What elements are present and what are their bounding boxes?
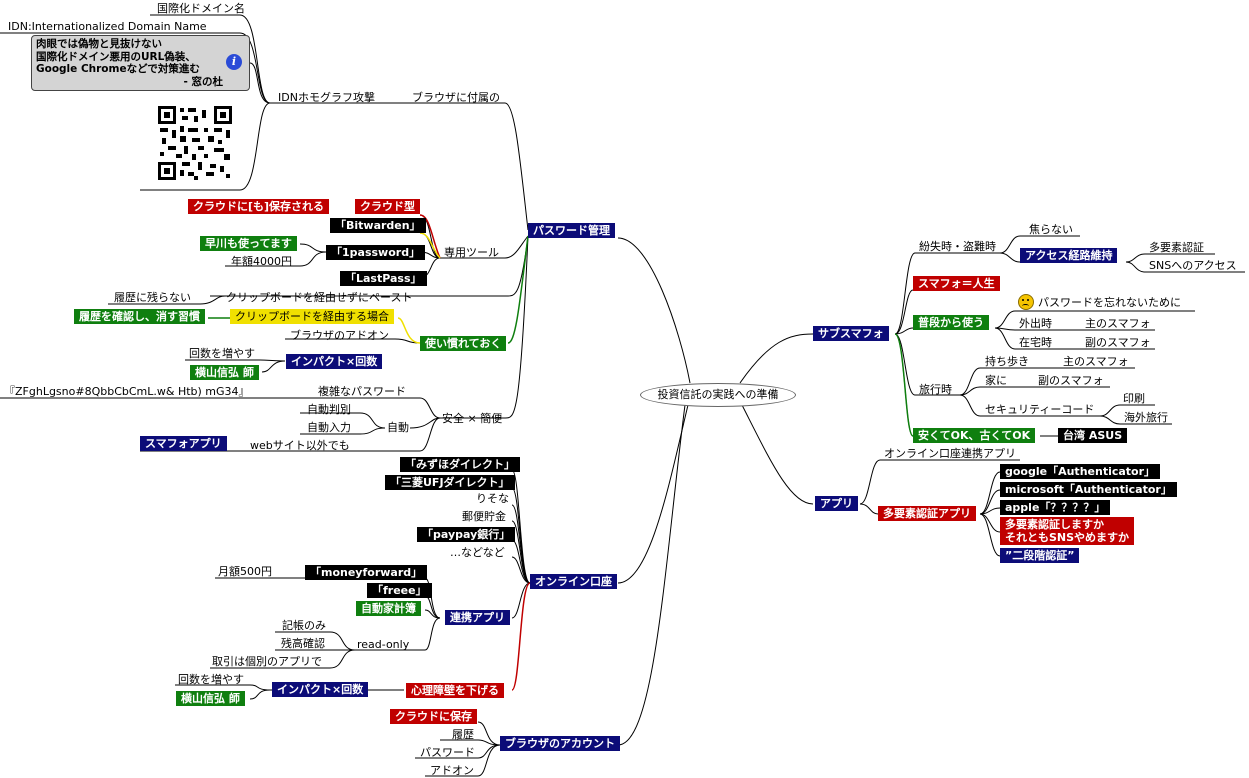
bank-mizuho[interactable]: 「みずほダイレクト」 — [400, 457, 520, 472]
paste-without-clipboard[interactable]: クリップボードを経由せずにペースト — [226, 291, 413, 304]
bank-paypay[interactable]: 「paypay銀行」 — [417, 527, 516, 542]
apple-authenticator[interactable]: apple「？？？？」 — [1000, 500, 1111, 515]
no-history[interactable]: 履歴に残らない — [114, 291, 191, 304]
google-authenticator[interactable]: google「Authenticator」 — [1000, 464, 1161, 479]
phone-is-life-label[interactable]: スマフォ＝人生 — [913, 276, 1000, 291]
at-home[interactable]: 在宅時 — [1019, 336, 1052, 349]
print-item[interactable]: 印刷 — [1123, 392, 1145, 405]
history-item[interactable]: 履歴 — [452, 728, 474, 741]
password-example[interactable]: 『ZFghLgsno#8QbbCbCmL.w& Htb) mG34』 — [4, 385, 250, 398]
increase-count[interactable]: 回数を増やす — [189, 347, 255, 360]
note-line-3: Google Chromeなどで対策進む — [36, 63, 200, 75]
linked-apps-label[interactable]: 連携アプリ — [445, 610, 510, 625]
info-icon[interactable]: i — [226, 54, 242, 70]
topic-apps[interactable]: アプリ — [815, 496, 858, 511]
frown-icon — [1018, 294, 1034, 310]
mfa-question-label[interactable]: 多要素認証しますか それともSNSやめますか — [1000, 517, 1135, 545]
hayakawa-label[interactable]: 早川も使ってます — [200, 236, 297, 251]
via-clipboard-label[interactable]: クリップボードを経由する場合 — [230, 309, 394, 324]
cloud-save-label[interactable]: クラウドに保存 — [390, 709, 477, 724]
main-phone-out[interactable]: 主のスマフォ — [1085, 317, 1151, 330]
sub-phone-home[interactable]: 副のスマフォ — [1085, 336, 1151, 349]
abroad-travel[interactable]: 海外旅行 — [1124, 411, 1168, 424]
safety-convenience[interactable]: 安全 × 簡便 — [442, 412, 503, 425]
topic-password-management[interactable]: パスワード管理 — [528, 223, 615, 238]
topic-online-accounts[interactable]: オンライン口座 — [530, 574, 617, 589]
main-phone-carry[interactable]: 主のスマフォ — [1063, 355, 1129, 368]
moneyforward-label[interactable]: 「moneyforward」 — [305, 565, 428, 580]
topic-sub-phone[interactable]: サブスマフォ — [813, 326, 889, 341]
note-source: - 窓の杜 — [183, 75, 223, 88]
bookkeeping-only[interactable]: 記帳のみ — [282, 619, 326, 632]
smartphone-app-label[interactable]: スマフォアプリ — [140, 436, 227, 451]
yokoyama-label-2[interactable]: 横山信弘 師 — [176, 691, 245, 706]
carry[interactable]: 持ち歩き — [985, 355, 1029, 368]
impact-count-label[interactable]: インパクト×回数 — [286, 354, 383, 369]
when-out[interactable]: 外出時 — [1019, 317, 1052, 330]
increase-count-2[interactable]: 回数を増やす — [178, 673, 244, 686]
household-label[interactable]: 自動家計簿 — [356, 601, 421, 616]
online-link-app[interactable]: オンライン口座連携アプリ — [884, 447, 1016, 460]
bank-resona[interactable]: りそな — [476, 492, 509, 505]
yearly-fee[interactable]: 年額4000円 — [231, 255, 292, 268]
note-line-1: 肉眼では偽物と見抜けない — [36, 38, 162, 50]
sns-access[interactable]: SNSへのアクセス — [1149, 259, 1237, 272]
lower-barrier-label[interactable]: 心理障壁を下げる — [406, 683, 504, 698]
cheap-ok-label[interactable]: 安くてOK、古くてOK — [913, 428, 1036, 443]
lastpass-label[interactable]: 「LastPass」 — [340, 271, 427, 286]
sub-phone-house[interactable]: 副のスマフォ — [1038, 374, 1104, 387]
mfa-app-label[interactable]: 多要素認証アプリ — [878, 506, 976, 521]
transactions-separate[interactable]: 取引は個別のアプリで — [212, 655, 322, 668]
addon-item[interactable]: アドオン — [430, 764, 474, 777]
monthly-fee[interactable]: 月額500円 — [218, 565, 272, 578]
dedicated-tools[interactable]: 専用ツール — [444, 246, 499, 259]
topic-browser-account[interactable]: ブラウザのアカウント — [500, 736, 620, 751]
bitwarden-label[interactable]: 「Bitwarden」 — [330, 218, 426, 233]
complex-password[interactable]: 複雑なパスワード — [318, 385, 406, 398]
mfa-question-2: それともSNSやめますか — [1005, 531, 1130, 544]
cloud-type-label[interactable]: クラウド型 — [355, 199, 420, 214]
dont-panic[interactable]: 焦らない — [1029, 223, 1073, 236]
getting-used-label[interactable]: 使い慣れておく — [420, 336, 507, 351]
maintain-access-label[interactable]: アクセス経路維持 — [1020, 248, 1118, 263]
auto-label[interactable]: 自動 — [387, 421, 409, 434]
idn-note[interactable]: 肉眼では偽物と見抜けない 国際化ドメイン悪用のURL偽装、 Google Chr… — [31, 35, 250, 91]
bank-postal[interactable]: 郵便貯金 — [462, 510, 506, 523]
note-line-2: 国際化ドメイン悪用のURL偽装、 — [36, 50, 196, 63]
non-web-sites[interactable]: webサイト以外でも — [250, 439, 350, 452]
bank-etc[interactable]: …などなど — [450, 546, 505, 559]
impact-count-label-2[interactable]: インパクト×回数 — [272, 682, 369, 697]
onepassword-label[interactable]: 「1password」 — [326, 245, 426, 260]
dont-forget-password[interactable]: パスワードを忘れないために — [1038, 296, 1181, 309]
two-step-label[interactable]: ”二段階認証” — [1000, 548, 1080, 563]
mfa-question-1: 多要素認証しますか — [1005, 518, 1104, 531]
mfa-item[interactable]: 多要素認証 — [1149, 241, 1204, 254]
browser-addon[interactable]: ブラウザのアドオン — [290, 329, 389, 342]
idn-name-en[interactable]: IDN:Internationalized Domain Name — [8, 20, 207, 33]
read-only[interactable]: read-only — [357, 638, 410, 651]
browser-attached[interactable]: ブラウザに付属の — [412, 91, 500, 104]
auto-input[interactable]: 自動入力 — [307, 421, 351, 434]
security-code[interactable]: セキュリティーコード — [985, 403, 1095, 416]
check-history-label[interactable]: 履歴を確認し、消す習慣 — [74, 309, 205, 324]
qr-code-icon — [158, 106, 232, 180]
password-item[interactable]: パスワード — [420, 746, 475, 759]
loss-theft[interactable]: 紛失時・盗難時 — [919, 240, 996, 253]
idn-homograph-attack[interactable]: IDNホモグラフ攻撃 — [278, 91, 375, 104]
freee-label[interactable]: 「freee」 — [367, 583, 432, 598]
balance-check[interactable]: 残高確認 — [281, 637, 325, 650]
when-travelling[interactable]: 旅行時 — [919, 383, 952, 396]
at-house[interactable]: 家に — [985, 374, 1007, 387]
idn-name-jp[interactable]: 国際化ドメイン名 — [157, 2, 245, 15]
daily-use-label[interactable]: 普段から使う — [913, 315, 989, 330]
central-topic[interactable]: 投資信託の実践への準備 — [640, 383, 796, 407]
cloud-saved-label[interactable]: クラウドに[も]保存される — [188, 199, 330, 214]
auto-judge[interactable]: 自動判別 — [307, 403, 351, 416]
asus-label[interactable]: 台湾 ASUS — [1058, 428, 1128, 443]
yokoyama-label[interactable]: 横山信弘 師 — [190, 365, 259, 380]
microsoft-authenticator[interactable]: microsoft「Authenticator」 — [1000, 482, 1177, 497]
bank-mufg[interactable]: 「三菱UFJダイレクト」 — [385, 475, 515, 490]
